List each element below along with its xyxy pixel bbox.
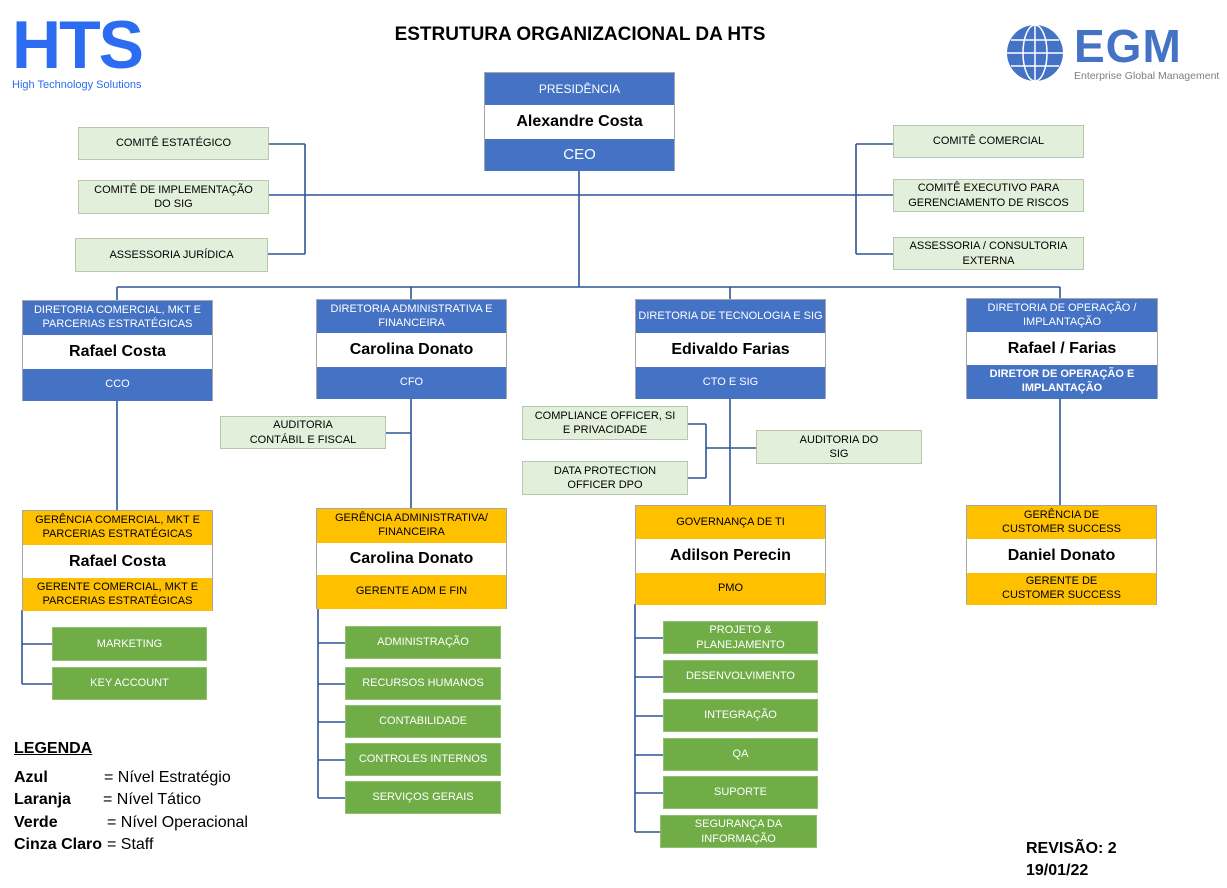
manager-card-customer-success: GERÊNCIA DE CUSTOMER SUCCESS Daniel Dona…: [966, 505, 1157, 605]
director-header: DIRETORIA ADMINISTRATIVA E FINANCEIRA: [317, 300, 506, 333]
director-card-operacao: DIRETORIA DE OPERAÇÃO / IMPLANTAÇÃO Rafa…: [966, 298, 1158, 399]
manager-header: GOVERNANÇA DE TI: [636, 506, 825, 539]
legend-key: Verde: [14, 814, 58, 831]
revision: REVISÃO: 2 19/01/22: [1026, 838, 1206, 884]
legend-key: Azul: [14, 769, 48, 786]
director-header: DIRETORIA DE TECNOLOGIA E SIG: [636, 300, 825, 333]
manager-role: GERENTE COMERCIAL, MKT E PARCERIAS ESTRA…: [23, 578, 212, 611]
unit-contabilidade: CONTABILIDADE: [345, 705, 501, 738]
presidency-header: PRESIDÊNCIA: [485, 73, 674, 105]
director-name: Rafael / Farias: [967, 332, 1157, 365]
legend-value: = Nível Tático: [103, 791, 201, 808]
egm-logo-mark: EGM: [1074, 20, 1182, 72]
hts-logo: HTS High Technology Solutions: [12, 7, 172, 92]
legend-value: = Staff: [107, 836, 154, 853]
director-role: CFO: [317, 367, 506, 399]
legend-key: Laranja: [14, 791, 71, 808]
staff-assessoria-externa: ASSESSORIA / CONSULTORIA EXTERNA: [893, 237, 1084, 270]
manager-header: GERÊNCIA ADMINISTRATIVA/ FINANCEIRA: [317, 509, 506, 543]
legend-row-cinza: Cinza Claro= Staff: [14, 836, 153, 854]
director-header: DIRETORIA DE OPERAÇÃO / IMPLANTAÇÃO: [967, 299, 1157, 332]
legend-row-laranja: Laranja = Nível Tático: [14, 791, 201, 809]
manager-role: GERENTE ADM E FIN: [317, 575, 506, 609]
staff-auditoria-contabil: AUDITORIA CONTÁBIL E FISCAL: [220, 416, 386, 449]
egm-logo-tagline: Enterprise Global Management: [1074, 70, 1220, 82]
unit-administracao: ADMINISTRAÇÃO: [345, 626, 501, 659]
unit-suporte: SUPORTE: [663, 776, 818, 809]
director-role: DIRETOR DE OPERAÇÃO E IMPLANTAÇÃO: [967, 365, 1157, 399]
legend-value: = Nível Operacional: [107, 814, 248, 831]
director-header: DIRETORIA COMERCIAL, MKT E PARCERIAS EST…: [23, 301, 212, 335]
hts-logo-tagline: High Technology Solutions: [12, 79, 142, 91]
staff-comite-estrategico: COMITÊ ESTATÉGICO: [78, 127, 269, 160]
unit-desenvolvimento: DESENVOLVIMENTO: [663, 660, 818, 693]
unit-projeto-planejamento: PROJETO & PLANEJAMENTO: [663, 621, 818, 654]
manager-name: Adilson Perecin: [636, 539, 825, 573]
revision-date: 19/01/22: [1026, 862, 1089, 879]
unit-seguranca-informacao: SEGURANÇA DA INFORMAÇÃO: [660, 815, 817, 848]
manager-card-administrativa: GERÊNCIA ADMINISTRATIVA/ FINANCEIRA Caro…: [316, 508, 507, 609]
legend-row-verde: Verde = Nível Operacional: [14, 814, 248, 832]
presidency-card: PRESIDÊNCIA Alexandre Costa CEO: [484, 72, 675, 171]
unit-servicos-gerais: SERVIÇOS GERAIS: [345, 781, 501, 814]
legend-value: = Nível Estratégio: [104, 769, 231, 786]
legend-key: Cinza Claro: [14, 836, 103, 853]
staff-comite-implementacao: COMITÊ DE IMPLEMENTAÇÃO DO SIG: [78, 180, 269, 214]
manager-role: GERENTE DE CUSTOMER SUCCESS: [967, 573, 1156, 605]
unit-marketing: MARKETING: [52, 627, 207, 661]
staff-auditoria-sig: AUDITORIA DO SIG: [756, 430, 922, 464]
manager-card-comercial: GERÊNCIA COMERCIAL, MKT E PARCERIAS ESTR…: [22, 510, 213, 611]
director-card-tecnologia: DIRETORIA DE TECNOLOGIA E SIG Edivaldo F…: [635, 299, 826, 399]
manager-role: PMO: [636, 573, 825, 605]
presidency-name: Alexandre Costa: [485, 105, 674, 139]
director-name: Carolina Donato: [317, 333, 506, 367]
director-role: CTO E SIG: [636, 367, 825, 399]
manager-card-ti: GOVERNANÇA DE TI Adilson Perecin PMO: [635, 505, 826, 605]
director-card-comercial: DIRETORIA COMERCIAL, MKT E PARCERIAS EST…: [22, 300, 213, 401]
hts-logo-mark: HTS: [12, 7, 144, 83]
egm-logo: EGM Enterprise Global Management: [1004, 22, 1226, 88]
unit-recursos-humanos: RECURSOS HUMANOS: [345, 667, 501, 700]
globe-icon: [1007, 24, 1063, 82]
staff-compliance-officer: COMPLIANCE OFFICER, SI E PRIVACIDADE: [522, 406, 688, 440]
presidency-role: CEO: [485, 139, 674, 171]
unit-qa: QA: [663, 738, 818, 771]
revision-label: REVISÃO: 2: [1026, 840, 1117, 857]
director-card-administrativa: DIRETORIA ADMINISTRATIVA E FINANCEIRA Ca…: [316, 299, 507, 399]
staff-dpo: DATA PROTECTION OFFICER DPO: [522, 461, 688, 495]
director-role: CCO: [23, 369, 212, 401]
staff-comite-riscos: COMITÊ EXECUTIVO PARA GERENCIAMENTO DE R…: [893, 179, 1084, 212]
manager-header: GERÊNCIA DE CUSTOMER SUCCESS: [967, 506, 1156, 539]
director-name: Edivaldo Farias: [636, 333, 825, 367]
unit-key-account: KEY ACCOUNT: [52, 667, 207, 700]
unit-integracao: INTEGRAÇÃO: [663, 699, 818, 732]
legend: LEGENDA Azul = Nível Estratégio Laranja = …: [14, 740, 294, 860]
manager-header: GERÊNCIA COMERCIAL, MKT E PARCERIAS ESTR…: [23, 511, 212, 545]
staff-assessoria-juridica: ASSESSORIA JURÍDICA: [75, 238, 268, 272]
director-name: Rafael Costa: [23, 335, 212, 369]
legend-row-azul: Azul = Nível Estratégio: [14, 769, 231, 787]
manager-name: Daniel Donato: [967, 539, 1156, 573]
page-title: ESTRUTURA ORGANIZACIONAL DA HTS: [394, 24, 766, 45]
manager-name: Carolina Donato: [317, 543, 506, 575]
staff-comite-comercial: COMITÊ COMERCIAL: [893, 125, 1084, 158]
unit-controles-internos: CONTROLES INTERNOS: [345, 743, 501, 776]
manager-name: Rafael Costa: [23, 545, 212, 578]
legend-title: LEGENDA: [14, 740, 93, 757]
